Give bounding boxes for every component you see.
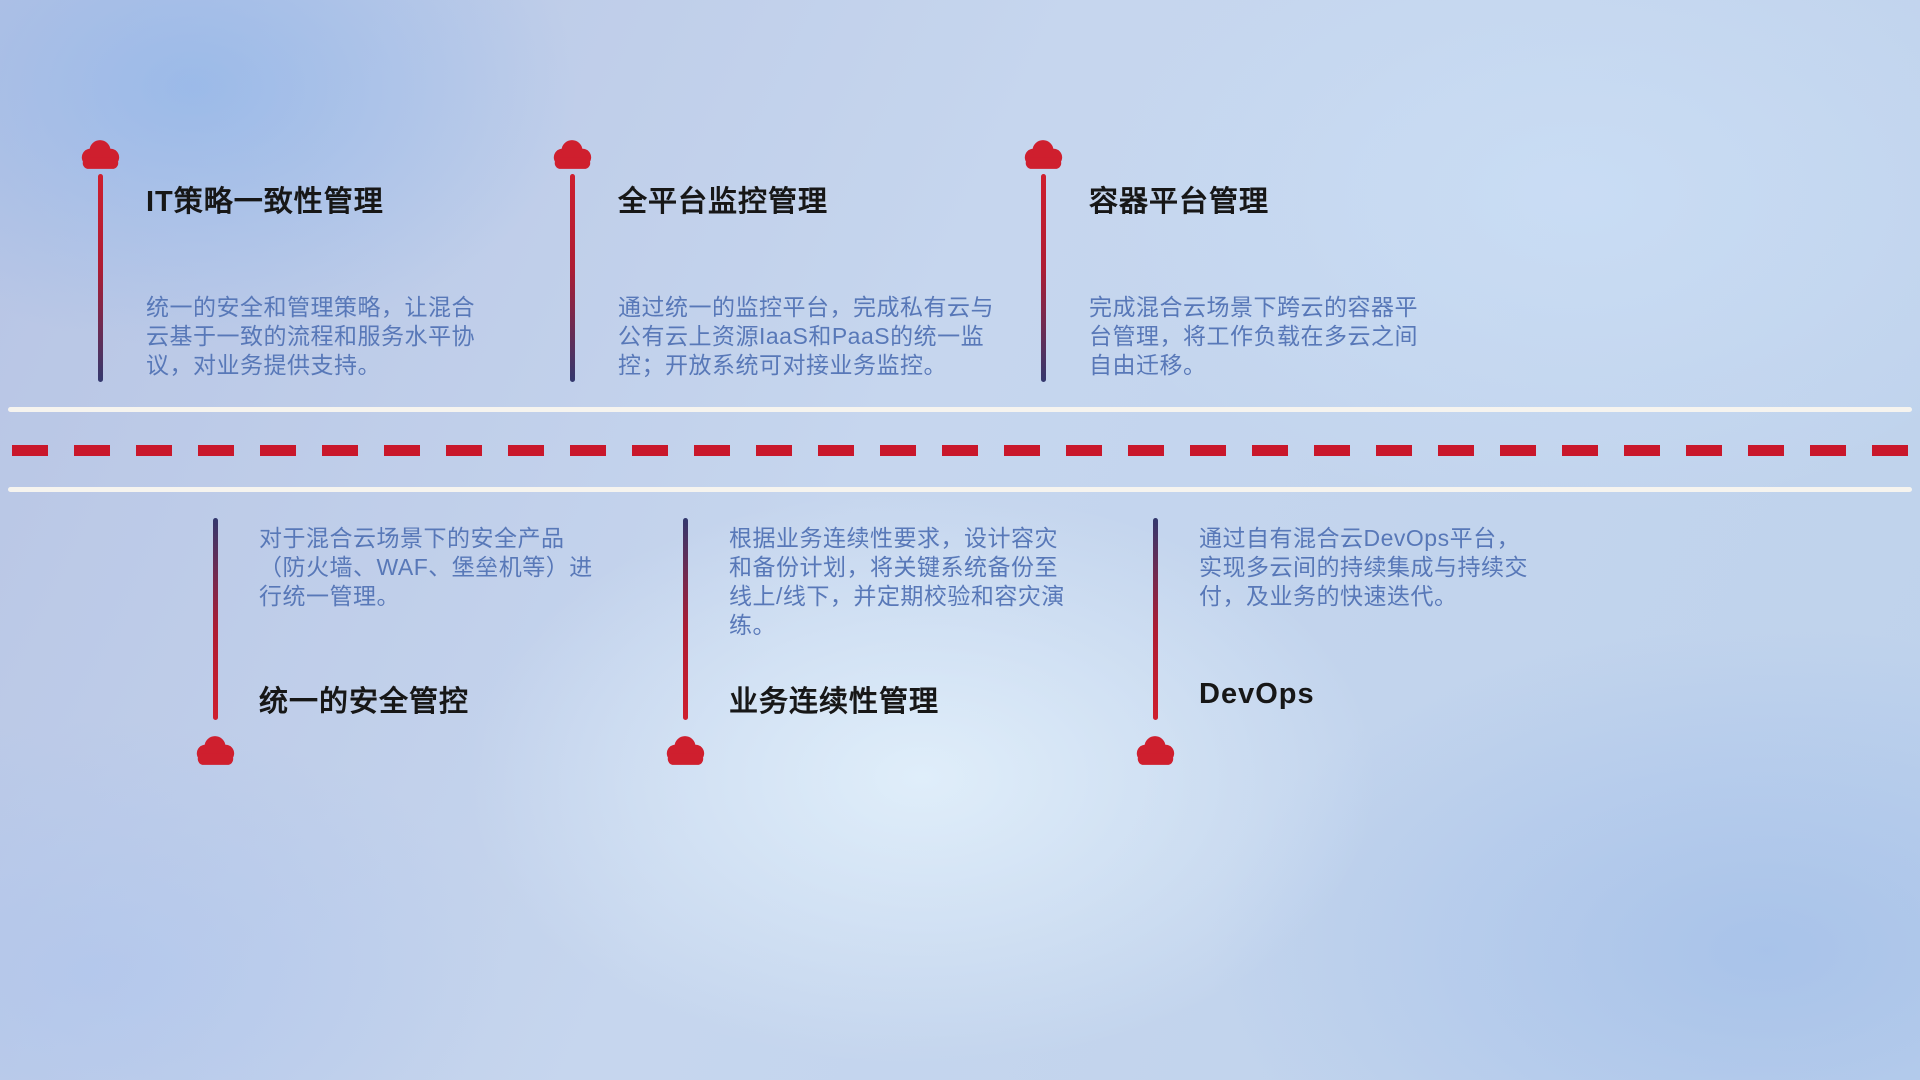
- cloud-icon: [549, 138, 595, 171]
- item-description: 根据业务连续性要求，设计容灾和备份计划，将关键系统备份至线上/线下，并定期校验和…: [729, 525, 1065, 638]
- cloud-icon: [77, 138, 123, 171]
- item-title: 业务连续性管理: [729, 686, 940, 718]
- timeline-stem: [98, 174, 103, 382]
- item-title: DevOps: [1199, 678, 1315, 710]
- timeline-stem: [1153, 518, 1158, 720]
- item-description: 通过统一的监控平台，完成私有云与公有云上资源IaaS和PaaS的统一监控；开放系…: [618, 294, 994, 378]
- cloud-icon: [1132, 734, 1178, 767]
- timeline-stem: [570, 174, 575, 382]
- road-line-bottom: [8, 487, 1912, 492]
- cloud-icon: [192, 734, 238, 767]
- cloud-icon: [1020, 138, 1066, 171]
- cloud-icon: [662, 734, 708, 767]
- timeline-stem: [683, 518, 688, 720]
- item-title: 容器平台管理: [1089, 186, 1270, 218]
- item-description: 统一的安全和管理策略，让混合云基于一致的流程和服务水平协议，对业务提供支持。: [146, 294, 475, 378]
- item-description: 完成混合云场景下跨云的容器平台管理，将工作负载在多云之间自由迁移。: [1089, 294, 1418, 378]
- timeline-stem: [1041, 174, 1046, 382]
- item-title: 统一的安全管控: [259, 686, 470, 718]
- item-description: 通过自有混合云DevOps平台，实现多云间的持续集成与持续交付，及业务的快速迭代…: [1199, 525, 1528, 609]
- item-title: IT策略一致性管理: [146, 186, 384, 218]
- timeline-stem: [213, 518, 218, 720]
- road-dashed-line: [12, 445, 1908, 456]
- road-line-top: [8, 407, 1912, 412]
- item-title: 全平台监控管理: [618, 186, 829, 218]
- item-description: 对于混合云场景下的安全产品（防火墙、WAF、堡垒机等）进行统一管理。: [259, 525, 593, 609]
